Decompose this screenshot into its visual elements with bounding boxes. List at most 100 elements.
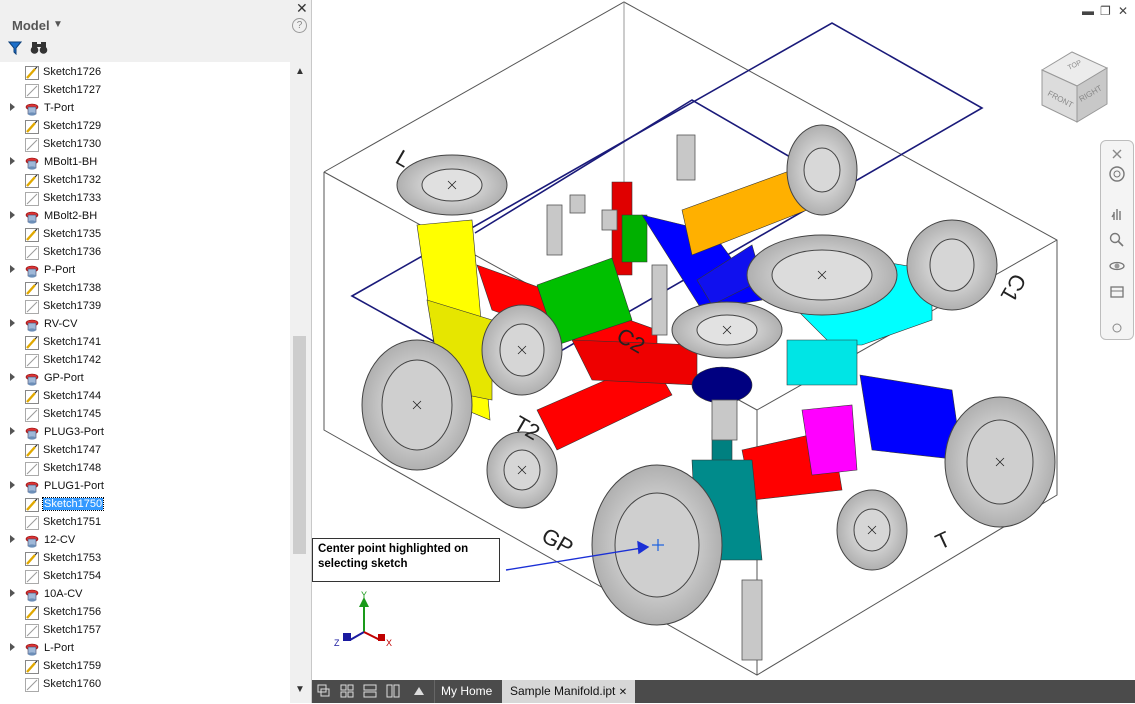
steering-wheel-icon[interactable] xyxy=(1108,165,1126,183)
filter-icon[interactable] xyxy=(8,41,22,55)
manifold-model[interactable]: L T2 C2 GP T C1 TOP FRONT RIGHT Y Z X xyxy=(312,0,1135,680)
tree-item-label: Sketch1726 xyxy=(43,66,102,78)
view-face-icon[interactable] xyxy=(1108,283,1126,301)
graphics-viewport[interactable]: ▬ ❐ ✕ xyxy=(312,0,1135,680)
binoculars-icon[interactable] xyxy=(30,41,48,55)
hole-feature-icon xyxy=(25,534,39,548)
scrollbar-thumb[interactable] xyxy=(293,336,306,554)
tree-sketch-row[interactable]: Sketch1738 xyxy=(0,280,290,298)
sketch-icon xyxy=(25,552,39,566)
scroll-up-arrow[interactable]: ▲ xyxy=(295,66,305,77)
tree-sketch-row[interactable]: Sketch1730 xyxy=(0,136,290,154)
tree-item-label: Sketch1753 xyxy=(43,552,102,564)
model-browser-title[interactable]: Model xyxy=(12,18,50,33)
tree-sketch-row[interactable]: Sketch1735 xyxy=(0,226,290,244)
cascade-icon[interactable] xyxy=(317,684,331,698)
chevron-down-icon[interactable]: ▼ xyxy=(53,19,63,30)
tree-sketch-row[interactable]: Sketch1754 xyxy=(0,568,290,586)
panel-close-button[interactable]: ✕ xyxy=(296,0,308,16)
tree-sketch-row[interactable]: Sketch1747 xyxy=(0,442,290,460)
sketch-icon xyxy=(25,228,39,242)
tree-sketch-row[interactable]: Sketch1753 xyxy=(0,550,290,568)
expand-arrow-icon[interactable] xyxy=(10,265,15,273)
tree-sketch-row[interactable]: Sketch1736 xyxy=(0,244,290,262)
tree-sketch-row[interactable]: Sketch1757 xyxy=(0,622,290,640)
tree-item-label: Sketch1760 xyxy=(43,678,102,690)
expand-arrow-icon[interactable] xyxy=(10,373,15,381)
tree-item-label: Sketch1754 xyxy=(43,570,102,582)
tree-item-label: MBolt1-BH xyxy=(44,156,98,168)
tree-feature-row[interactable]: RV-CV xyxy=(0,316,290,334)
viewcube[interactable]: TOP FRONT RIGHT xyxy=(1040,51,1109,123)
sketch-icon xyxy=(25,444,39,458)
tree-scrollbar[interactable]: ▲ ▼ xyxy=(290,62,310,703)
tree-sketch-row[interactable]: Sketch1748 xyxy=(0,460,290,478)
tree-feature-row[interactable]: 12-CV xyxy=(0,532,290,550)
center-marks xyxy=(412,180,1005,535)
scroll-down-arrow[interactable]: ▼ xyxy=(295,684,305,695)
zoom-icon[interactable] xyxy=(1108,231,1126,249)
tree-sketch-row[interactable]: Sketch1760 xyxy=(0,676,290,694)
restore-icon[interactable]: ❐ xyxy=(1100,4,1111,18)
tree-feature-row[interactable]: T-Port xyxy=(0,100,290,118)
close-icon[interactable] xyxy=(1108,145,1126,163)
tree-sketch-row[interactable]: Sketch1739 xyxy=(0,298,290,316)
tab-close-icon[interactable]: ✕ xyxy=(618,687,628,698)
tree-feature-row[interactable]: MBolt2-BH xyxy=(0,208,290,226)
tree-sketch-row[interactable]: Sketch1756 xyxy=(0,604,290,622)
tree-item-label: 10A-CV xyxy=(44,588,83,600)
tile-vertical-icon[interactable] xyxy=(386,684,400,698)
tree-sketch-row[interactable]: Sketch1726 xyxy=(0,64,290,82)
expand-arrow-icon[interactable] xyxy=(10,211,15,219)
help-icon[interactable]: ? xyxy=(292,18,307,33)
tree-sketch-row[interactable]: Sketch1733 xyxy=(0,190,290,208)
tree-feature-row[interactable]: L-Port xyxy=(0,640,290,658)
annotation-arrows xyxy=(505,540,650,571)
expand-arrow-icon[interactable] xyxy=(10,643,15,651)
expand-arrow-icon[interactable] xyxy=(10,427,15,435)
tree-feature-row[interactable]: PLUG3-Port xyxy=(0,424,290,442)
tree-sketch-row[interactable]: Sketch1742 xyxy=(0,352,290,370)
tree-item-label: P-Port xyxy=(44,264,76,276)
minimize-icon[interactable]: ▬ xyxy=(1082,4,1094,18)
tree-sketch-row[interactable]: Sketch1729 xyxy=(0,118,290,136)
tree-feature-row[interactable]: PLUG1-Port xyxy=(0,478,290,496)
pan-icon[interactable] xyxy=(1108,205,1126,223)
tree-item-label: Sketch1735 xyxy=(43,228,102,240)
tree-sketch-row[interactable]: Sketch1732 xyxy=(0,172,290,190)
tree-item-label: Sketch1756 xyxy=(43,606,102,618)
tile-horizontal-icon[interactable] xyxy=(363,684,377,698)
hole-feature-icon xyxy=(25,156,39,170)
expand-arrow-icon[interactable] xyxy=(10,481,15,489)
tree-sketch-row[interactable]: Sketch1751 xyxy=(0,514,290,532)
tree-feature-row[interactable]: 10A-CV xyxy=(0,586,290,604)
tree-feature-row[interactable]: P-Port xyxy=(0,262,290,280)
tab-list-up-icon[interactable] xyxy=(412,684,426,698)
sketch-icon xyxy=(25,606,39,620)
tree-sketch-row[interactable]: Sketch1744 xyxy=(0,388,290,406)
tree-sketch-row[interactable]: Sketch1745 xyxy=(0,406,290,424)
sketch-icon xyxy=(25,282,39,296)
tree-feature-row[interactable]: MBolt1-BH xyxy=(0,154,290,172)
close-icon[interactable]: ✕ xyxy=(1118,4,1129,18)
expand-arrow-icon[interactable] xyxy=(10,157,15,165)
expand-arrow-icon[interactable] xyxy=(10,319,15,327)
expand-arrow-icon[interactable] xyxy=(10,103,15,111)
navbar-menu-icon[interactable] xyxy=(1108,319,1126,337)
tree-item-label: RV-CV xyxy=(44,318,78,330)
orbit-icon[interactable] xyxy=(1108,257,1126,275)
sketch-icon xyxy=(25,660,39,674)
hole-feature-icon xyxy=(25,318,39,332)
tab-my-home[interactable]: My Home xyxy=(434,680,498,703)
tree-sketch-row[interactable]: Sketch1727 xyxy=(0,82,290,100)
tree-sketch-row[interactable]: Sketch1750 xyxy=(0,496,290,514)
tree-sketch-row[interactable]: Sketch1759 xyxy=(0,658,290,676)
browser-header: ✕ Model ▼ ? xyxy=(0,0,311,62)
tree-feature-row[interactable]: GP-Port xyxy=(0,370,290,388)
expand-arrow-icon[interactable] xyxy=(10,535,15,543)
tab-sample-manifold[interactable]: Sample Manifold.ipt ✕ xyxy=(502,680,636,703)
tree-sketch-row[interactable]: Sketch1741 xyxy=(0,334,290,352)
expand-arrow-icon[interactable] xyxy=(10,589,15,597)
tile-icon[interactable] xyxy=(340,684,354,698)
